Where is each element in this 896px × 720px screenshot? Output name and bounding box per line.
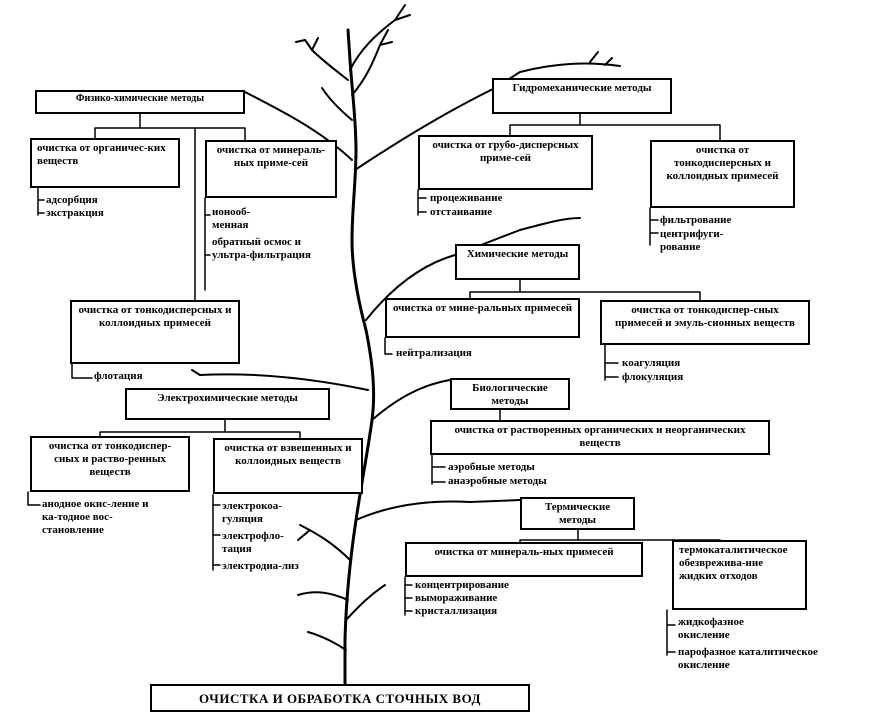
bio-dissolved-box: очистка от растворенных органических и н… (430, 420, 770, 455)
tree-branches (191, 4, 621, 651)
electrochem-fine-method-1: анодное окис-ление и ка-тодное вос-стано… (42, 498, 149, 536)
bio-title: Биологические методы (450, 378, 570, 410)
thermal-mineral-method-3: кристаллизация (415, 605, 498, 617)
physchem-org-method-2: экстракция (46, 207, 104, 219)
electrochem-fine-box: очистка от тонкодиспер-сных и раство-рен… (30, 436, 190, 492)
chem-emuls-method-2: флокуляция (622, 371, 684, 383)
hydromech-fine-box: очистка от тонкодисперсных и коллоидных … (650, 140, 795, 208)
physchem-title: Физико-химические методы (35, 90, 245, 114)
chem-emuls-method-1: коагуляция (622, 357, 681, 369)
chem-mineral-box: очистка от мине-ральных примесей (385, 298, 580, 338)
hydromech-coarse-box: очистка от грубо-дисперсных приме-сей (418, 135, 593, 190)
bio-dissolved-method-2: анаэробные методы (448, 475, 547, 487)
root-title: ОЧИСТКА И ОБРАБОТКА СТОЧНЫХ ВОД (150, 684, 530, 712)
chem-mineral-method-1: нейтрализация (396, 347, 472, 359)
thermal-mineral-method-2: вымораживание (415, 592, 498, 604)
hydromech-fine-method-1: фильтрование (660, 214, 732, 226)
physchem-org-box: очистка от органичес-ких веществ (30, 138, 180, 188)
thermal-catalytic-box: термокаталитическое обезврежива-ние жидк… (672, 540, 807, 610)
thermal-mineral-method-1: концентрирование (415, 579, 509, 591)
chem-title: Химические методы (455, 244, 580, 280)
electrochem-suspended-method-3: электродиа-лиз (222, 560, 299, 572)
bio-dissolved-method-1: аэробные методы (448, 461, 535, 473)
electrochem-suspended-method-2: электрофло-тация (222, 530, 284, 555)
physchem-mineral-method-1: ионооб-менная (212, 206, 251, 231)
thermal-mineral-box: очистка от минераль-ных примесей (405, 542, 643, 577)
hydromech-coarse-method-1: процеживание (430, 192, 503, 204)
chem-emuls-box: очистка от тонкодиспер-сных примесей и э… (600, 300, 810, 345)
hydromech-coarse-method-2: отстаивание (430, 206, 493, 218)
thermal-catalytic-method-1: жидкофазное окисление (678, 616, 744, 641)
physchem-org-method-1: адсорбция (46, 194, 98, 206)
electrochem-suspended-method-1: электрокоа-гуляция (222, 500, 282, 525)
physchem-mineral-method-2: обратный осмос и ультра-фильтрация (212, 236, 311, 261)
hydromech-title: Гидромеханические методы (492, 78, 672, 114)
tree-trunk (343, 28, 376, 690)
electrochem-title: Электрохимические методы (125, 388, 330, 420)
electrochem-suspended-box: очистка от взвешенных и коллоидных вещес… (213, 438, 363, 494)
physchem-fine-method-1: флотация (94, 370, 143, 382)
thermal-title: Термические методы (520, 497, 635, 530)
physchem-fine-box: очистка от тонкодисперсных и коллоидных … (70, 300, 240, 364)
thermal-catalytic-method-2: парофазное каталитическое окисление (678, 646, 818, 671)
hydromech-fine-method-2: центрифуги-рование (660, 228, 724, 253)
physchem-mineral-box: очистка от минераль-ных приме-сей (205, 140, 337, 198)
connector-lines (27, 111, 721, 656)
